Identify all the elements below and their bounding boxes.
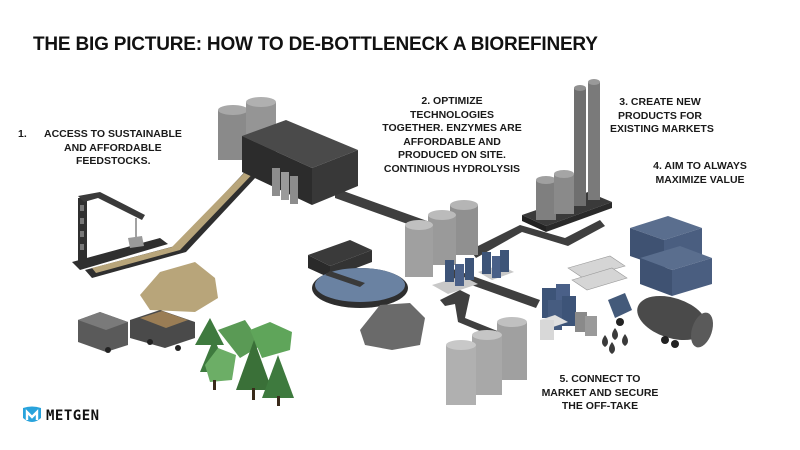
step-line: 2. OPTIMIZE (421, 95, 483, 107)
step-line: CONTINIOUS HYDROLYSIS (383, 162, 521, 175)
smokestacks (522, 79, 612, 232)
step-3-new-products: 3. CREATE NEW PRODUCTS FOR EXISTING MARK… (610, 96, 714, 137)
pipe-racks (567, 255, 628, 291)
step-line: AND AFFORDABLE (64, 141, 162, 154)
small-tanks (575, 312, 597, 336)
product-tanks (540, 284, 576, 340)
step-line: FEEDSTOCKS. (76, 155, 151, 167)
step-line: TECHNOLOGIES (409, 108, 494, 121)
metgen-logo: METGEN (20, 406, 100, 426)
step-5-connect-market: 5. CONNECT TO MARKET AND SECURE THE OFF-… (540, 373, 660, 414)
enzyme-reactors (432, 250, 514, 294)
step-line: 3. CREATE NEW (619, 96, 701, 108)
page-title: THE BIG PICTURE: HOW TO DE-BOTTLENECK A … (33, 34, 598, 55)
step-line: TOGETHER. ENZYMES ARE (382, 122, 522, 134)
step-4-maximize-value: 4. AIM TO ALWAYS MAXIMIZE VALUE (645, 160, 755, 187)
clarifier-tank (308, 240, 408, 308)
step-line: MARKET AND SECURE (541, 386, 659, 399)
processing-building (242, 120, 358, 205)
biomass-pile (140, 262, 218, 312)
step-line: MAXIMIZE VALUE (655, 173, 745, 186)
step-line: EXISTING MARKETS (610, 123, 714, 135)
droplets (602, 328, 628, 354)
step-line: THE OFF-TAKE (561, 400, 639, 412)
step-line: 4. AIM TO ALWAYS (653, 160, 747, 172)
step-2-optimize: 2. OPTIMIZE TECHNOLOGIES TOGETHER. ENZYM… (372, 95, 532, 176)
step-line: ACCESS TO SUSTAINABLE (44, 128, 182, 140)
log-truck (78, 310, 195, 353)
trees (195, 318, 294, 406)
step-1-feedstocks: 1. ACCESS TO SUSTAINABLE AND AFFORDABLE F… (18, 128, 182, 169)
step-line: 5. CONNECT TO (559, 373, 641, 385)
tanker-truck (608, 293, 714, 348)
storage-tanks (405, 200, 478, 277)
rock-pile (360, 303, 425, 350)
step-line: PRODUCED ON SITE. (398, 149, 506, 161)
crane (72, 192, 168, 270)
storage-tanks-front (446, 317, 527, 405)
logo-text: METGEN (46, 408, 100, 424)
step-line: PRODUCTS FOR (618, 109, 702, 122)
shipping-containers (630, 216, 712, 296)
step-number: 1. (18, 128, 27, 140)
step-line: AFFORDABLE AND (403, 135, 501, 148)
metgen-m-shield-icon (23, 406, 41, 422)
